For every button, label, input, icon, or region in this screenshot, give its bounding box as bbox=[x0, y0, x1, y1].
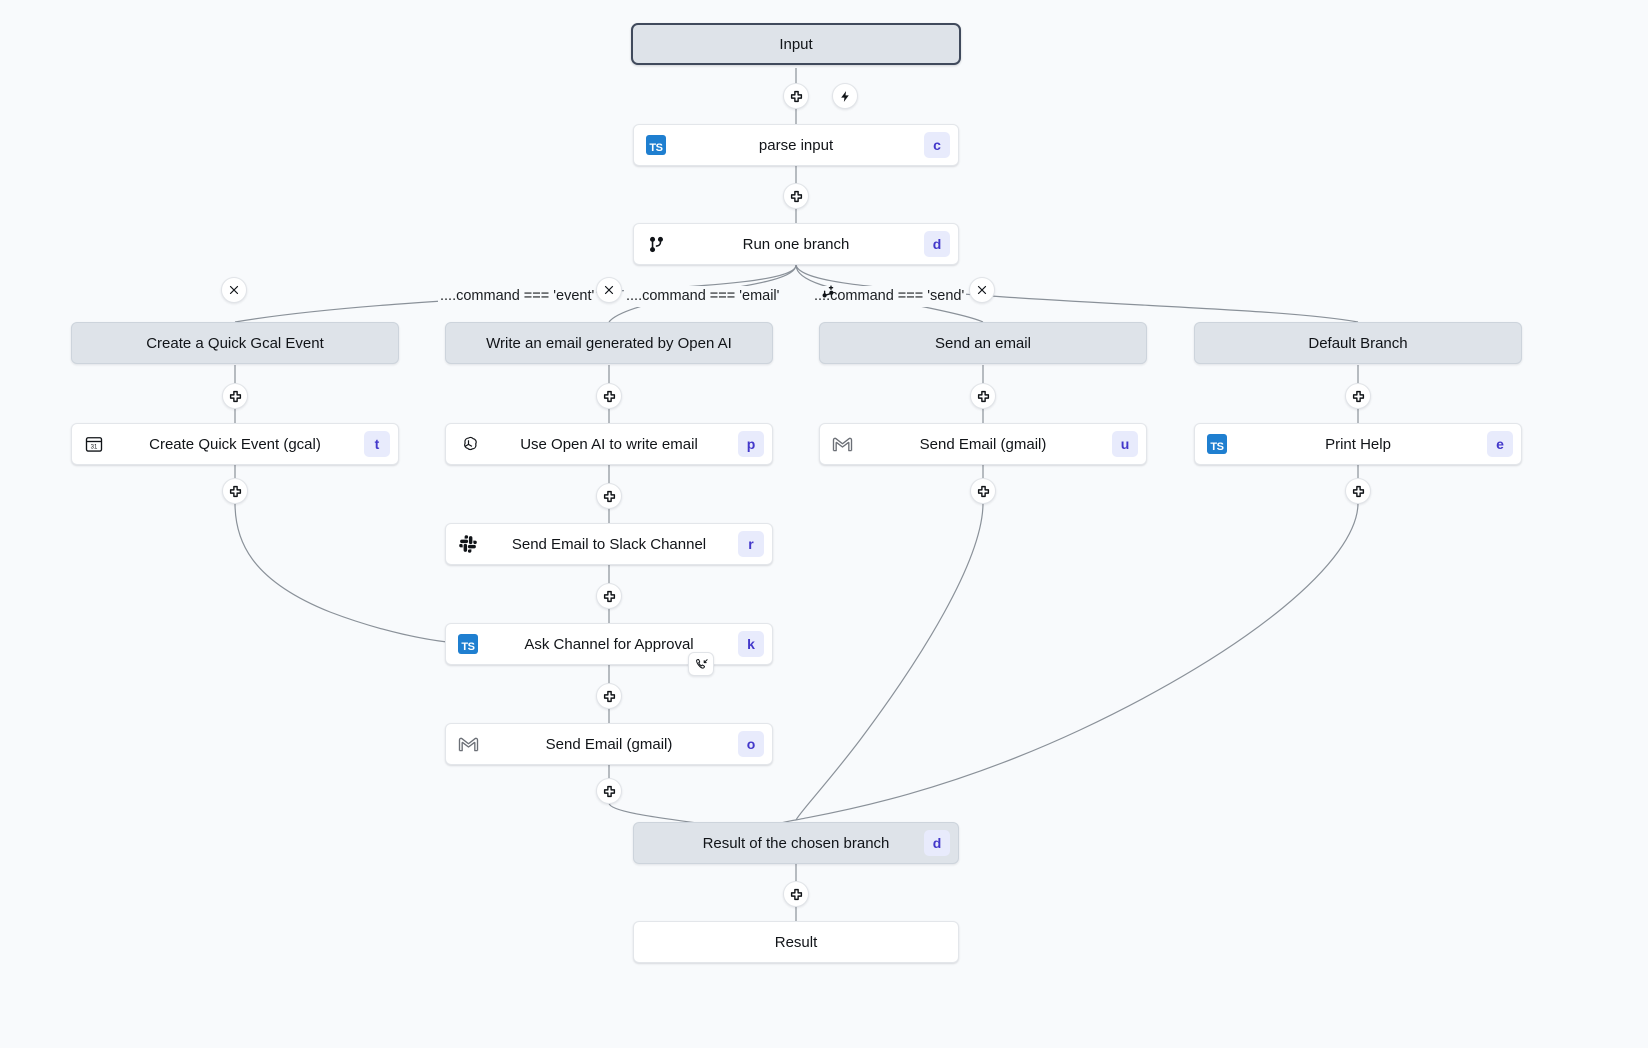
gmail-icon bbox=[456, 732, 480, 756]
node-result-of-chosen-branch[interactable]: Result of the chosen branch d bbox=[633, 822, 959, 864]
node-branch-default-label: Default Branch bbox=[1308, 334, 1408, 352]
suspend-approval-badge[interactable] bbox=[688, 652, 714, 676]
node-slack-send-label: Send Email to Slack Channel bbox=[511, 535, 707, 553]
node-create-quick-event-badge[interactable]: t bbox=[364, 431, 390, 457]
slack-icon bbox=[456, 532, 480, 556]
node-print-help[interactable]: TS Print Help e bbox=[1194, 423, 1522, 465]
node-slack-send-badge[interactable]: r bbox=[738, 531, 764, 557]
node-result-of-chosen-branch-badge[interactable]: d bbox=[924, 830, 950, 856]
node-parse-input[interactable]: TS parse input c bbox=[633, 124, 959, 166]
add-step-handle-after-input[interactable] bbox=[783, 83, 809, 109]
add-step-handle-after-gmail-send-u[interactable] bbox=[970, 478, 996, 504]
node-use-openai-label: Use Open AI to write email bbox=[520, 435, 698, 453]
node-input[interactable]: Input bbox=[631, 23, 961, 65]
node-parse-input-badge[interactable]: c bbox=[924, 132, 950, 158]
node-result-of-chosen-branch-label: Result of the chosen branch bbox=[702, 834, 890, 852]
node-create-quick-event-label: Create Quick Event (gcal) bbox=[149, 435, 321, 453]
node-run-one-branch-badge[interactable]: d bbox=[924, 231, 950, 257]
node-use-openai-badge[interactable]: p bbox=[738, 431, 764, 457]
add-step-handle-after-create-quick-event[interactable] bbox=[222, 478, 248, 504]
typescript-icon: TS bbox=[456, 632, 480, 656]
gcal-icon: 31 bbox=[82, 432, 106, 456]
add-step-handle-branch-default[interactable] bbox=[1345, 383, 1371, 409]
node-branch-send-label: Send an email bbox=[935, 334, 1031, 352]
node-gmail-send-o[interactable]: Send Email (gmail) o bbox=[445, 723, 773, 765]
node-result-label: Result bbox=[774, 933, 818, 951]
git-branch-icon bbox=[644, 232, 668, 256]
node-gmail-send-o-badge[interactable]: o bbox=[738, 731, 764, 757]
typescript-icon: TS bbox=[644, 133, 668, 157]
node-branch-openai-label: Write an email generated by Open AI bbox=[486, 334, 732, 352]
gmail-icon bbox=[830, 432, 854, 456]
branch-condition-send: ....command === 'send' bbox=[812, 286, 967, 307]
remove-branch-openai[interactable] bbox=[596, 277, 622, 303]
node-ask-approval[interactable]: TS Ask Channel for Approval k bbox=[445, 623, 773, 665]
add-step-handle-after-ask-approval[interactable] bbox=[596, 683, 622, 709]
node-create-quick-event[interactable]: 31 Create Quick Event (gcal) t bbox=[71, 423, 399, 465]
branch-condition-email: ....command === 'email' bbox=[624, 286, 782, 307]
node-branch-default[interactable]: Default Branch bbox=[1194, 322, 1522, 364]
remove-branch-send[interactable] bbox=[969, 277, 995, 303]
add-step-handle-after-parse-input[interactable] bbox=[783, 183, 809, 209]
node-branch-send[interactable]: Send an email bbox=[819, 322, 1147, 364]
branch-condition-event: ....command === 'event' bbox=[438, 286, 597, 307]
openai-icon bbox=[456, 432, 480, 456]
add-step-handle-branch-send[interactable] bbox=[970, 383, 996, 409]
add-step-handle-after-gmail-send-o[interactable] bbox=[596, 778, 622, 804]
trigger-bolt-handle[interactable] bbox=[832, 83, 858, 109]
add-step-handle-branch-gcal[interactable] bbox=[222, 383, 248, 409]
svg-text:31: 31 bbox=[91, 445, 98, 451]
remove-branch-gcal[interactable] bbox=[221, 277, 247, 303]
node-ask-approval-label: Ask Channel for Approval bbox=[524, 635, 694, 653]
node-branch-gcal[interactable]: Create a Quick Gcal Event bbox=[71, 322, 399, 364]
add-step-handle-after-result-branch[interactable] bbox=[783, 881, 809, 907]
node-slack-send[interactable]: Send Email to Slack Channel r bbox=[445, 523, 773, 565]
node-ask-approval-badge[interactable]: k bbox=[738, 631, 764, 657]
node-gmail-send-u[interactable]: Send Email (gmail) u bbox=[819, 423, 1147, 465]
node-print-help-badge[interactable]: e bbox=[1487, 431, 1513, 457]
node-gmail-send-o-label: Send Email (gmail) bbox=[545, 735, 673, 753]
node-input-label: Input bbox=[779, 35, 813, 53]
add-step-handle-branch-openai[interactable] bbox=[596, 383, 622, 409]
node-use-openai[interactable]: Use Open AI to write email p bbox=[445, 423, 773, 465]
add-step-handle-after-use-openai[interactable] bbox=[596, 483, 622, 509]
node-gmail-send-u-label: Send Email (gmail) bbox=[919, 435, 1047, 453]
add-branch-icon[interactable] bbox=[818, 282, 838, 302]
typescript-icon: TS bbox=[1205, 432, 1229, 456]
node-run-one-branch[interactable]: Run one branch d bbox=[633, 223, 959, 265]
node-branch-openai[interactable]: Write an email generated by Open AI bbox=[445, 322, 773, 364]
node-branch-gcal-label: Create a Quick Gcal Event bbox=[146, 334, 324, 352]
node-run-one-branch-label: Run one branch bbox=[742, 235, 850, 253]
add-step-handle-after-print-help[interactable] bbox=[1345, 478, 1371, 504]
node-result[interactable]: Result bbox=[633, 921, 959, 963]
node-print-help-label: Print Help bbox=[1325, 435, 1391, 453]
add-step-handle-after-slack-send[interactable] bbox=[596, 583, 622, 609]
node-parse-input-label: parse input bbox=[758, 136, 834, 154]
node-gmail-send-u-badge[interactable]: u bbox=[1112, 431, 1138, 457]
